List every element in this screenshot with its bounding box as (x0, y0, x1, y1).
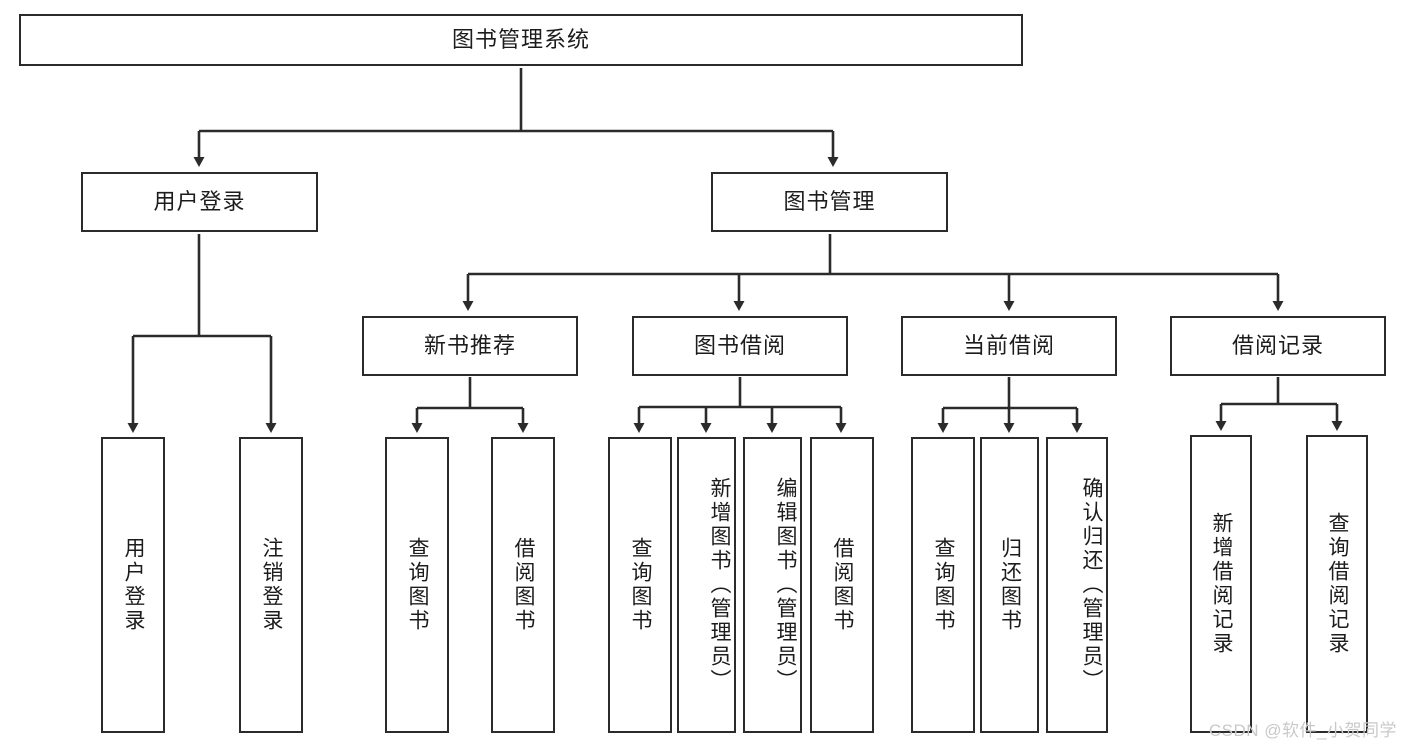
leaf-borrow-record-add[interactable]: 新增借阅记录 (1190, 435, 1252, 733)
leaf-current-borrow-query[interactable]: 查询图书 (911, 437, 975, 733)
node-label: 查询借阅记录 (1326, 512, 1349, 656)
node-book-borrow[interactable]: 图书借阅 (632, 316, 848, 376)
node-user-login[interactable]: 用户登录 (81, 172, 318, 232)
node-label: 新增借阅记录 (1210, 512, 1233, 656)
node-current-borrow[interactable]: 当前借阅 (901, 316, 1117, 376)
node-label: 借阅图书 (512, 537, 535, 633)
node-label: 归还图书 (998, 537, 1022, 633)
node-label: 图书管理 (783, 188, 876, 214)
node-label: 用户登录 (153, 188, 246, 214)
node-label: 图书管理系统 (451, 26, 590, 52)
leaf-current-borrow-return[interactable]: 归还图书 (980, 437, 1039, 733)
node-label: 编辑图书（管理员） (774, 477, 797, 693)
node-label: 查询图书 (932, 537, 955, 633)
leaf-user-login-login[interactable]: 用户登录 (101, 437, 165, 733)
node-label: 借阅记录 (1231, 332, 1324, 358)
node-new-book-recommend[interactable]: 新书推荐 (362, 316, 578, 376)
node-label: 注销登录 (260, 537, 283, 633)
leaf-new-book-borrow[interactable]: 借阅图书 (491, 437, 555, 733)
node-book-management[interactable]: 图书管理 (711, 172, 948, 232)
node-label: 用户登录 (122, 537, 145, 633)
leaf-borrow-record-query[interactable]: 查询借阅记录 (1306, 435, 1368, 733)
node-root-system[interactable]: 图书管理系统 (19, 14, 1023, 66)
leaf-new-book-query[interactable]: 查询图书 (385, 437, 449, 733)
node-label: 查询图书 (629, 537, 652, 633)
node-label: 新书推荐 (423, 332, 516, 358)
leaf-book-borrow-add[interactable]: 新增图书（管理员） (677, 437, 736, 733)
leaf-book-borrow-borrow[interactable]: 借阅图书 (810, 437, 874, 733)
node-label: 当前借阅 (962, 332, 1055, 358)
node-label: 借阅图书 (831, 537, 854, 633)
node-label: 新增图书（管理员） (708, 477, 731, 693)
node-label: 确认归还（管理员） (1080, 477, 1103, 693)
leaf-user-login-logout[interactable]: 注销登录 (239, 437, 303, 733)
node-label: 图书借阅 (693, 332, 786, 358)
node-borrow-record[interactable]: 借阅记录 (1170, 316, 1386, 376)
leaf-current-borrow-confirm-return[interactable]: 确认归还（管理员） (1046, 437, 1108, 733)
csdn-watermark: CSDN @软件_小贺同学 (1208, 721, 1397, 740)
node-label: 查询图书 (406, 537, 429, 633)
leaf-book-borrow-query[interactable]: 查询图书 (608, 437, 672, 733)
leaf-book-borrow-edit[interactable]: 编辑图书（管理员） (743, 437, 802, 733)
